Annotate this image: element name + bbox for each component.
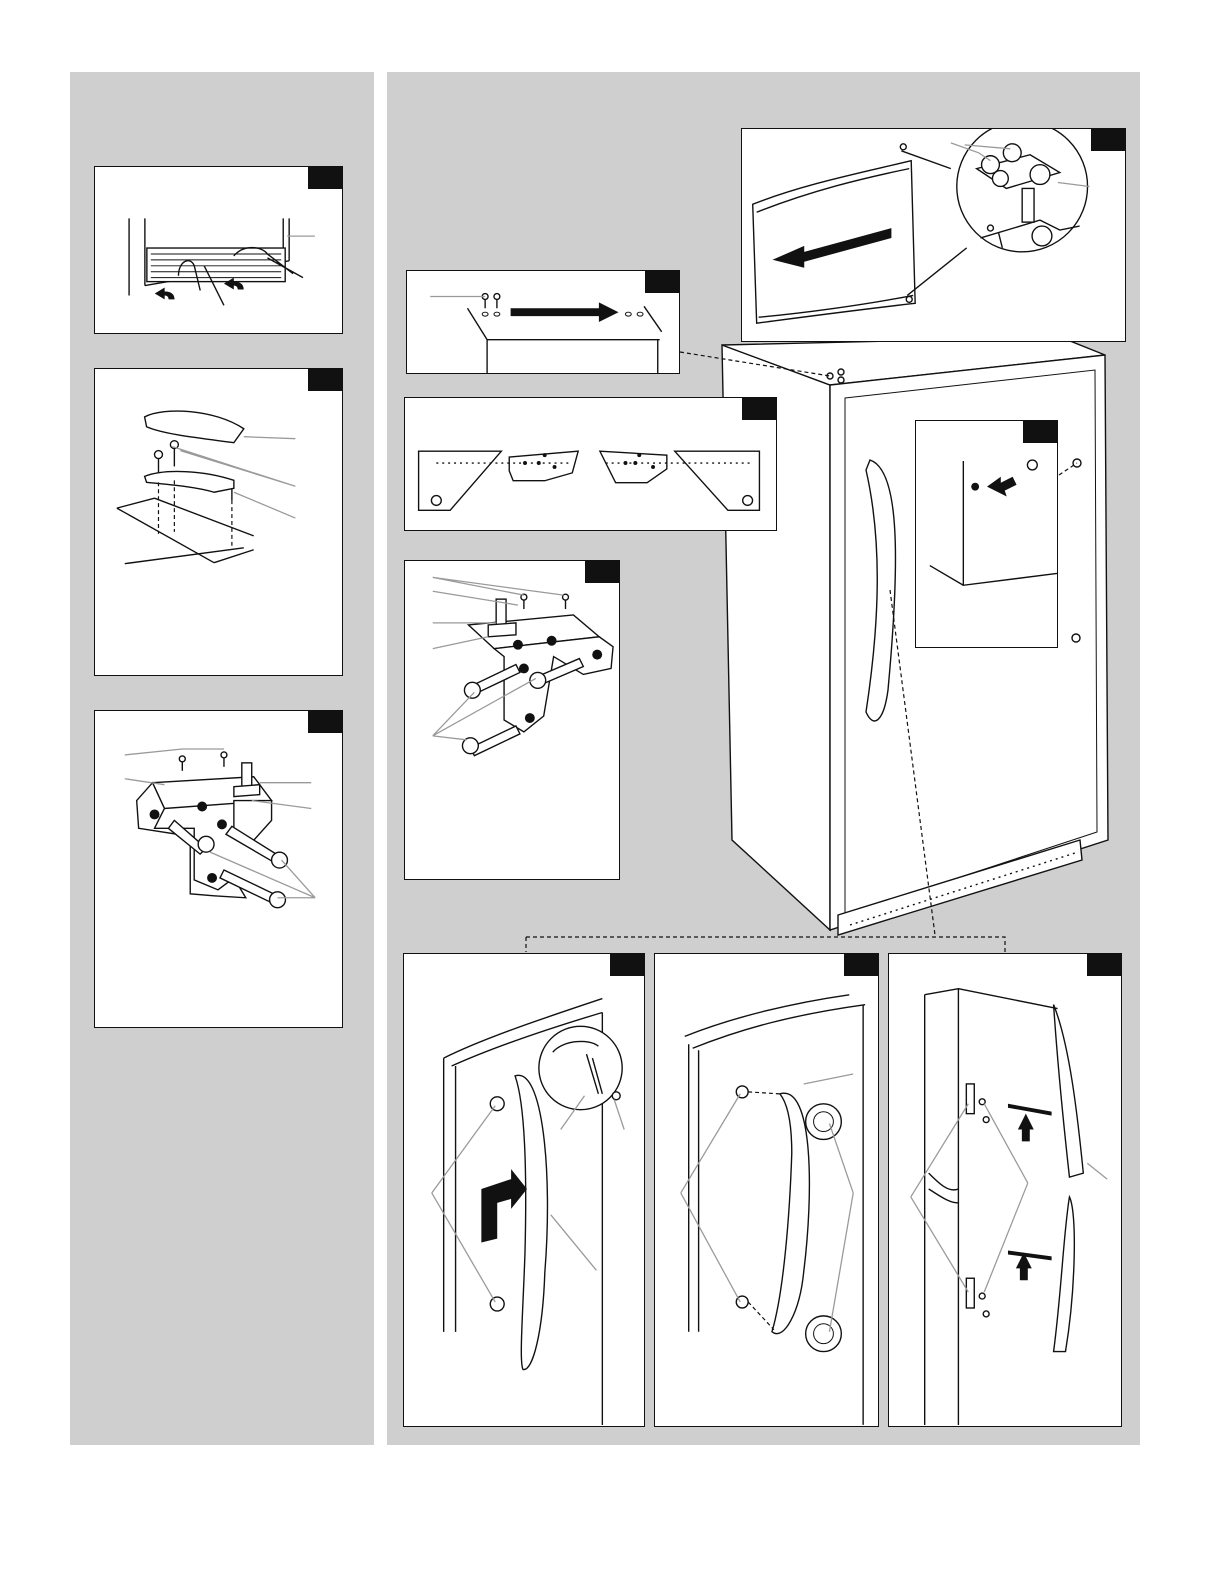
fig-handle-a xyxy=(403,953,645,1427)
hinge-cover-pair-illustration xyxy=(405,398,776,530)
fig-bottom-hinge-left xyxy=(94,710,343,1028)
bottom-hinge-bolts-illustration xyxy=(405,561,619,879)
door-hole-plug-illustration xyxy=(916,421,1057,647)
fig-handle-c xyxy=(888,953,1122,1427)
fig-top-hinge-cover xyxy=(94,368,343,676)
handle-brackets-illustration xyxy=(889,954,1121,1426)
fig-bottom-hinge-right xyxy=(404,560,620,880)
fig-hinge-covers xyxy=(404,397,777,531)
door-top-hinge-detail-illustration xyxy=(742,129,1125,341)
bottom-hinge-bolts-illustration xyxy=(95,711,342,1027)
plug-buttons-arrow-illustration xyxy=(407,271,679,373)
fig-handle-b xyxy=(654,953,879,1427)
fig-base-grille xyxy=(94,166,343,334)
base-grille-removal-illustration xyxy=(95,167,342,333)
top-hinge-cover-illustration xyxy=(95,369,342,675)
fig-door-plug xyxy=(915,420,1058,648)
handle-removal-illustration xyxy=(404,954,644,1426)
fig-door-top xyxy=(741,128,1126,342)
fig-move-plugs xyxy=(406,270,680,374)
handle-mounting-studs-illustration xyxy=(655,954,878,1426)
